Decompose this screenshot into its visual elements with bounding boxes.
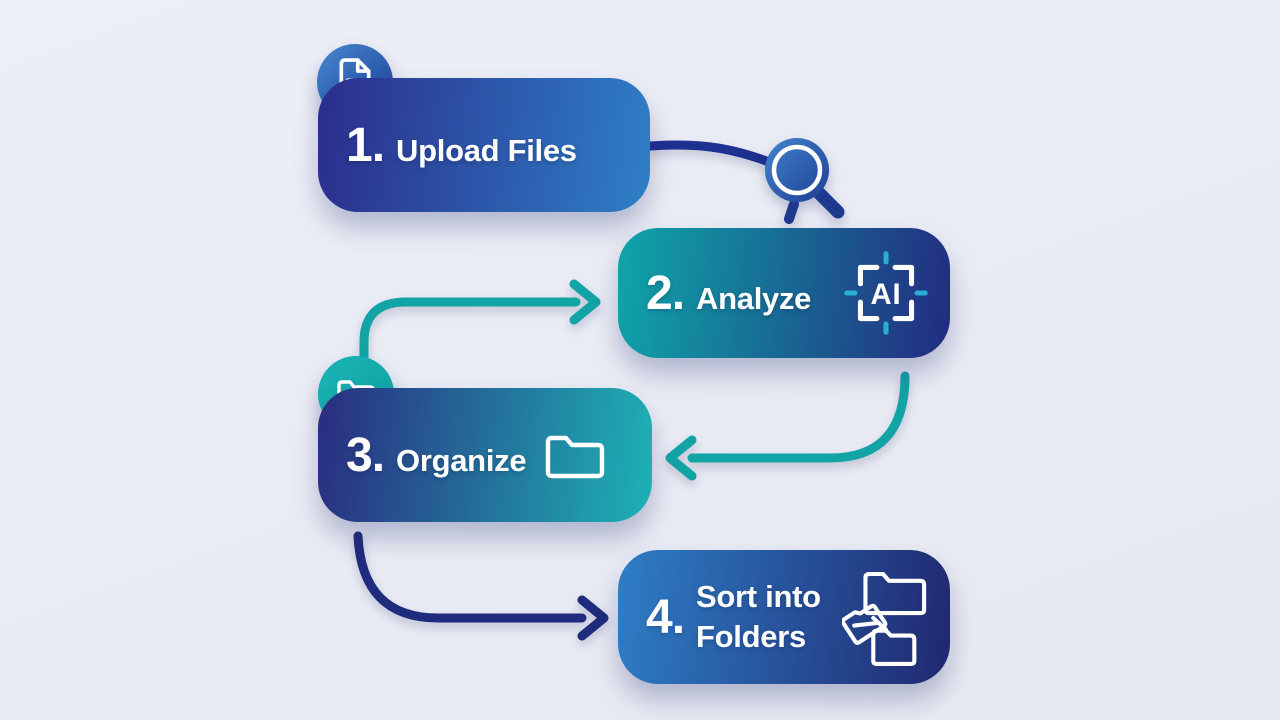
arrow-step2-to-step3 [665,371,910,481]
step-label-line2: Folders [696,619,806,654]
step-number: 4. [646,590,685,644]
sort-folders-icon [842,571,927,666]
folder-icon [546,435,605,478]
step-card-organize: 3. Organize [318,388,652,522]
step-number: 2. [646,266,685,320]
arrowhead-left-icon [665,435,697,481]
arrow-step3-to-step4 [353,531,609,641]
step-card-sort-into-folders: 4. Sort into Folders [618,550,950,684]
step-label: Analyze [696,280,812,316]
ai-label: AI [870,279,901,311]
arrowhead-right-icon [577,595,609,641]
arrow-badge3-to-step2 [359,279,601,373]
ai-scan-icon: AI [844,251,928,335]
step-card-analyze: 2. Analyze AI [618,228,950,358]
arrowhead-right-icon [569,279,601,325]
step-number: 1. [346,118,385,172]
connector-step1-to-magnifier [645,140,777,168]
step-label-line1: Sort into [696,578,821,614]
step-label: Upload Files [396,132,577,168]
magnifier-icon [765,138,845,224]
step-number: 3. [346,428,385,482]
step-card-upload-files: 1. Upload Files [318,78,650,212]
step-label: Organize [396,442,527,478]
